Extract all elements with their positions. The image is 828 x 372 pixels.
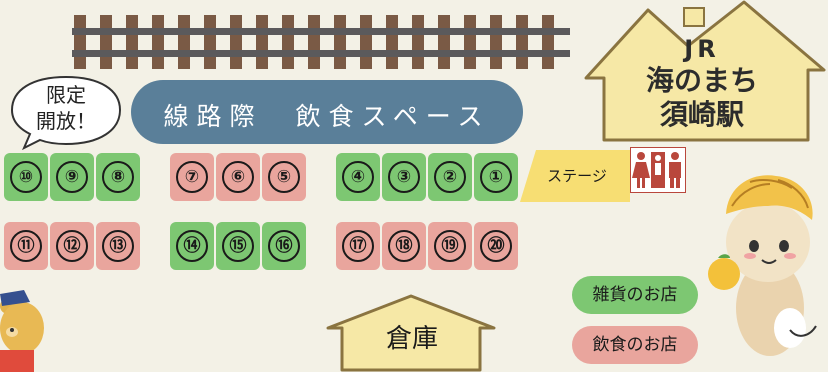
station-line-2: 海のまち — [645, 64, 758, 97]
station-line-3: 須崎駅 — [659, 98, 744, 131]
stall-number: ① — [480, 161, 512, 193]
stall-number: ② — [434, 161, 466, 193]
stall-goods: ⑧ — [96, 153, 140, 201]
station-jr: JR — [684, 35, 720, 63]
stall-goods: ⑨ — [50, 153, 94, 201]
station-name: JR 海のまち 須崎駅 — [612, 34, 792, 132]
stall-number: ⑰ — [342, 230, 374, 262]
stall-goods: ⑭ — [170, 222, 214, 270]
stall-goods: ④ — [336, 153, 380, 201]
stage-label: ステージ — [547, 167, 607, 185]
legend-goods: 雑貨のお店 — [572, 276, 698, 314]
stall-number: ⑩ — [10, 161, 42, 193]
bubble-line-1: 限定 — [46, 83, 86, 107]
stall-number: ⑬ — [102, 230, 134, 262]
station-building — [584, 0, 826, 142]
railway-track — [72, 15, 570, 69]
stall-number: ⑤ — [268, 161, 300, 193]
stall-food: ⑰ — [336, 222, 380, 270]
stall-number: ⑯ — [268, 230, 300, 262]
stall-number: ⑭ — [176, 230, 208, 262]
stall-number: ⑦ — [176, 161, 208, 193]
limited-open-text: 限定 開放！ — [26, 82, 106, 134]
stall-number: ⑪ — [10, 230, 42, 262]
stall-number: ⑲ — [434, 230, 466, 262]
stall-goods: ⑩ — [4, 153, 48, 201]
stage-area — [520, 150, 630, 202]
stall-goods: ⑯ — [262, 222, 306, 270]
stall-food: ⑪ — [4, 222, 48, 270]
stall-number: ⑱ — [388, 230, 420, 262]
stall-number: ⑫ — [56, 230, 88, 262]
stall-food: ⑬ — [96, 222, 140, 270]
lane-label: 線路際 飲食スペース — [163, 102, 491, 131]
legend-food: 飲食のお店 — [572, 326, 698, 364]
bubble-line-2: 開放！ — [36, 109, 96, 133]
stall-number: ⑮ — [222, 230, 254, 262]
limited-open-bubble — [10, 75, 122, 150]
bear-character — [0, 290, 44, 372]
warehouse-label: 倉庫 — [385, 324, 438, 354]
stall-food: ⑱ — [382, 222, 426, 270]
stall-food: ⑦ — [170, 153, 214, 201]
stall-number: ⑨ — [56, 161, 88, 193]
stall-food: ⑥ — [216, 153, 260, 201]
stall-food: ⑫ — [50, 222, 94, 270]
stall-number: ③ — [388, 161, 420, 193]
stall-food: ⑲ — [428, 222, 472, 270]
stall-food: ⑳ — [474, 222, 518, 270]
stall-food: ⑤ — [262, 153, 306, 201]
warehouse-building — [326, 294, 496, 372]
stall-goods: ① — [474, 153, 518, 201]
stall-number: ⑧ — [102, 161, 134, 193]
stall-goods: ⑮ — [216, 222, 260, 270]
stall-goods: ③ — [382, 153, 426, 201]
stall-goods: ② — [428, 153, 472, 201]
mascot-character — [708, 175, 817, 356]
stall-number: ⑥ — [222, 161, 254, 193]
stall-number: ⑳ — [480, 230, 512, 262]
trackside-dining-space: 線路際 飲食スペース — [131, 80, 523, 144]
stall-number: ④ — [342, 161, 374, 193]
restroom-icon — [630, 147, 686, 193]
